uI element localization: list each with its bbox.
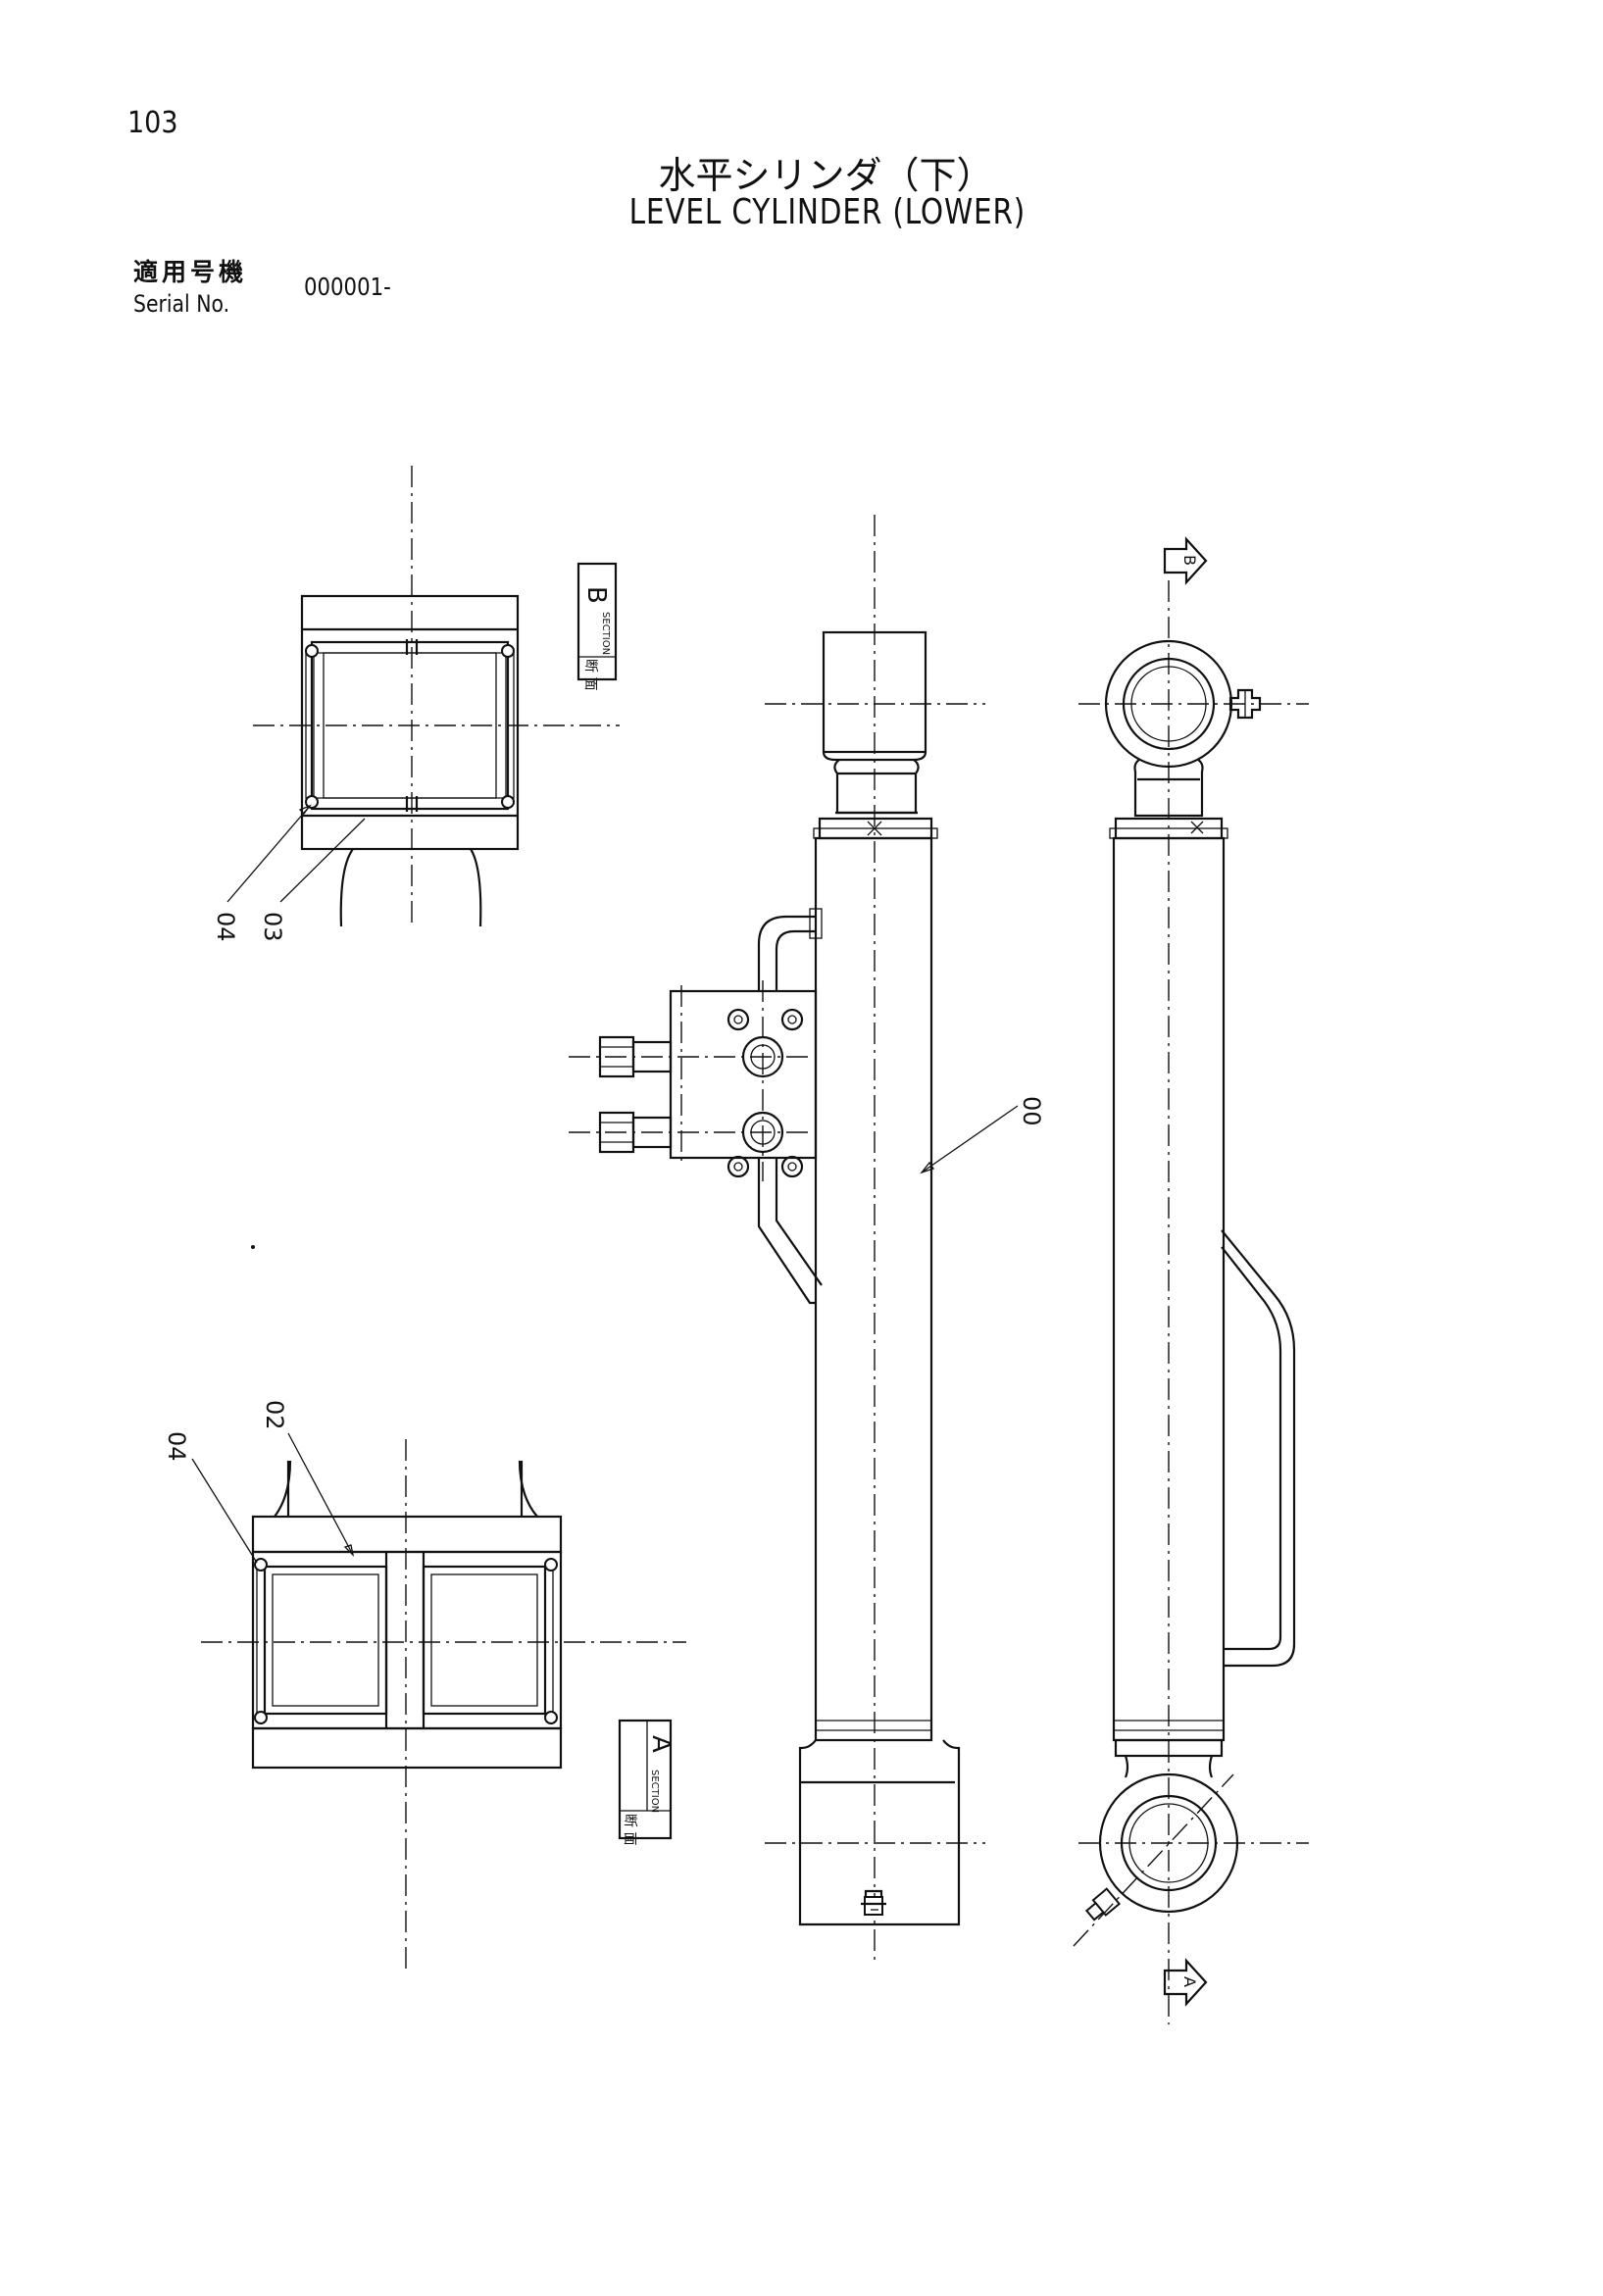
callout-03: 03 [259, 912, 286, 942]
stray-mark [251, 1245, 255, 1249]
callout-00: 00 [1018, 1096, 1045, 1126]
page-number: 103 [127, 106, 178, 140]
serial-label-japanese: 適用号機 [133, 258, 248, 286]
section-b-view [226, 466, 620, 927]
section-b-label: B SECTION 断 面 [576, 562, 618, 690]
section-a-jp: 断 面 [622, 1814, 637, 1845]
callout-02: 02 [261, 1400, 288, 1430]
serial-label-english: Serial No. [133, 290, 230, 318]
section-a-en: SECTION [649, 1770, 660, 1813]
section-b-letter: B [581, 586, 611, 604]
callout-04-bottom: 04 [163, 1431, 190, 1462]
callout-04-top: 04 [212, 912, 239, 942]
title-japanese: 水平シリンダ（下） [658, 154, 994, 197]
view-arrow-a: A [1163, 1958, 1208, 2007]
callout-arrow-00 [920, 1161, 935, 1174]
view-arrow-b-letter: B [1180, 555, 1199, 566]
section-a-letter: A [646, 1735, 676, 1753]
section-b-jp: 断 面 [582, 659, 598, 690]
section-b-en: SECTION [600, 612, 611, 655]
valve-block [569, 908, 823, 1305]
view-arrow-a-letter: A [1180, 1976, 1199, 1987]
section-a-view [191, 1432, 686, 1971]
title-english: LEVEL CYLINDER (LOWER) [628, 192, 1027, 232]
cylinder-front-view [1073, 580, 1309, 2024]
serial-number-value: 000001- [304, 273, 391, 301]
callout-leader-00 [921, 1105, 1019, 1173]
cylinder-side-view [765, 515, 985, 1961]
section-a-label: A SECTION 断 面 [618, 1719, 676, 1845]
view-arrow-b: B [1163, 536, 1208, 585]
